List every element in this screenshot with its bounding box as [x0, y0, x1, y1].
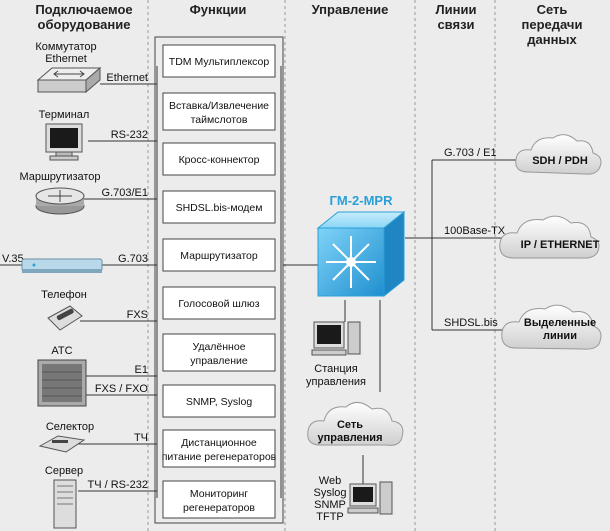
iface-label: Ethernet [106, 72, 148, 84]
function-box: Мониторинг регенераторов [162, 480, 276, 519]
function-label: регенераторов [183, 502, 255, 514]
function-label: таймслотов [191, 114, 248, 126]
network-label: Выделенные [524, 317, 596, 329]
protocol-label: SNMP [314, 499, 346, 511]
server-icon [53, 479, 77, 529]
mgmt-cloud-icon [307, 402, 404, 446]
gm2-device-icon [316, 210, 406, 298]
device-links [0, 83, 525, 500]
modem-icon [21, 258, 103, 273]
function-box: Дистанционное питание регенераторов [162, 429, 277, 468]
header-network-2: передачи [522, 17, 583, 32]
network-label: IP / ETHERNET [521, 239, 600, 251]
iface-label: ТЧ [134, 432, 148, 444]
function-label: SHDSL.bis-модем [176, 202, 263, 214]
functions-frame [154, 36, 284, 524]
station-label: Станция [314, 363, 357, 375]
iface-label: RS-232 [111, 129, 148, 141]
device-name: Селектор [46, 421, 94, 433]
function-label: Голосовой шлюз [178, 298, 259, 310]
device-name: АТС [51, 345, 72, 357]
function-box: SHDSL.bis-модем [162, 190, 276, 224]
protocol-server-icon [347, 481, 393, 515]
function-label: Удалённое [192, 341, 245, 353]
function-box: Вставка/Извлечение таймслотов [162, 92, 276, 131]
function-label: Дистанционное [181, 437, 257, 449]
function-label: питание регенераторов [162, 451, 277, 463]
function-box: Голосовой шлюз [162, 286, 276, 320]
protocol-label: Web [319, 475, 341, 487]
function-bus [156, 66, 282, 498]
iface-label: G.703 [118, 253, 148, 265]
iface-label: ТЧ / RS-232 [87, 479, 148, 491]
router-icon [35, 187, 85, 215]
network-label: линии [543, 330, 577, 342]
protocol-label: Syslog [313, 487, 346, 499]
header-lines-2: связи [437, 17, 474, 32]
selector-icon [38, 435, 86, 453]
function-box: SNMP, Syslog [162, 384, 276, 418]
function-label: SNMP, Syslog [186, 396, 252, 408]
mgmt-cloud-label: управления [317, 432, 382, 444]
device-name: Терминал [39, 109, 90, 121]
device-name: Сервер [45, 465, 83, 477]
ip-cloud-icon [499, 215, 600, 259]
header-functions: Функции [190, 2, 247, 17]
header-network-1: Сеть [537, 2, 568, 17]
header-equipment-2: оборудование [38, 17, 131, 32]
line-label: G.703 / E1 [444, 147, 497, 159]
iface-label: FXS / FXO [95, 383, 149, 395]
header-lines-1: Линии [436, 2, 477, 17]
device-title: ГМ-2-MPR [330, 193, 394, 208]
station-label: управления [306, 376, 366, 388]
phone-icon [47, 305, 83, 331]
iface-label: FXS [127, 309, 148, 321]
function-box: Кросс-коннектор [162, 142, 276, 176]
iface-label: E1 [135, 364, 148, 376]
function-label: TDM Мультиплексор [169, 56, 270, 68]
function-label: Мониторинг [190, 488, 248, 500]
device-name: Ethernet [45, 53, 87, 65]
header-equipment-1: Подключаемое [35, 2, 132, 17]
pbx-icon [37, 359, 87, 407]
network-label: SDH / PDH [532, 155, 588, 167]
device-name: Маршрутизатор [19, 171, 100, 183]
sdh-cloud-icon [515, 134, 602, 175]
header-control: Управление [312, 2, 389, 17]
monitor-icon [45, 123, 83, 161]
line-label: 100Base-TX [444, 225, 506, 237]
mgmt-cloud-label: Сеть [337, 419, 363, 431]
function-label: Маршрутизатор [180, 250, 258, 262]
function-label: Кросс-коннектор [179, 154, 260, 166]
function-label: управление [190, 355, 248, 367]
line-label: SHDSL.bis [444, 317, 498, 329]
function-boxes: TDM Мультиплексор Вставка/Извлечение тайм… [162, 44, 277, 519]
function-label: Вставка/Извлечение [169, 100, 269, 112]
v35-label: V.35 [2, 253, 24, 265]
function-box: TDM Мультиплексор [162, 44, 276, 78]
function-box: Удалённое управление [162, 333, 276, 372]
function-box: Маршрутизатор [162, 238, 276, 272]
switch-icon [36, 66, 102, 94]
device-name: Коммутатор [35, 41, 96, 53]
leased-cloud-icon [501, 304, 602, 350]
device-name: Телефон [41, 289, 87, 301]
header-network-3: данных [527, 32, 577, 47]
station-monitor-icon [311, 321, 361, 356]
protocol-label: TFTP [316, 511, 344, 523]
iface-label: G.703/E1 [102, 187, 148, 199]
